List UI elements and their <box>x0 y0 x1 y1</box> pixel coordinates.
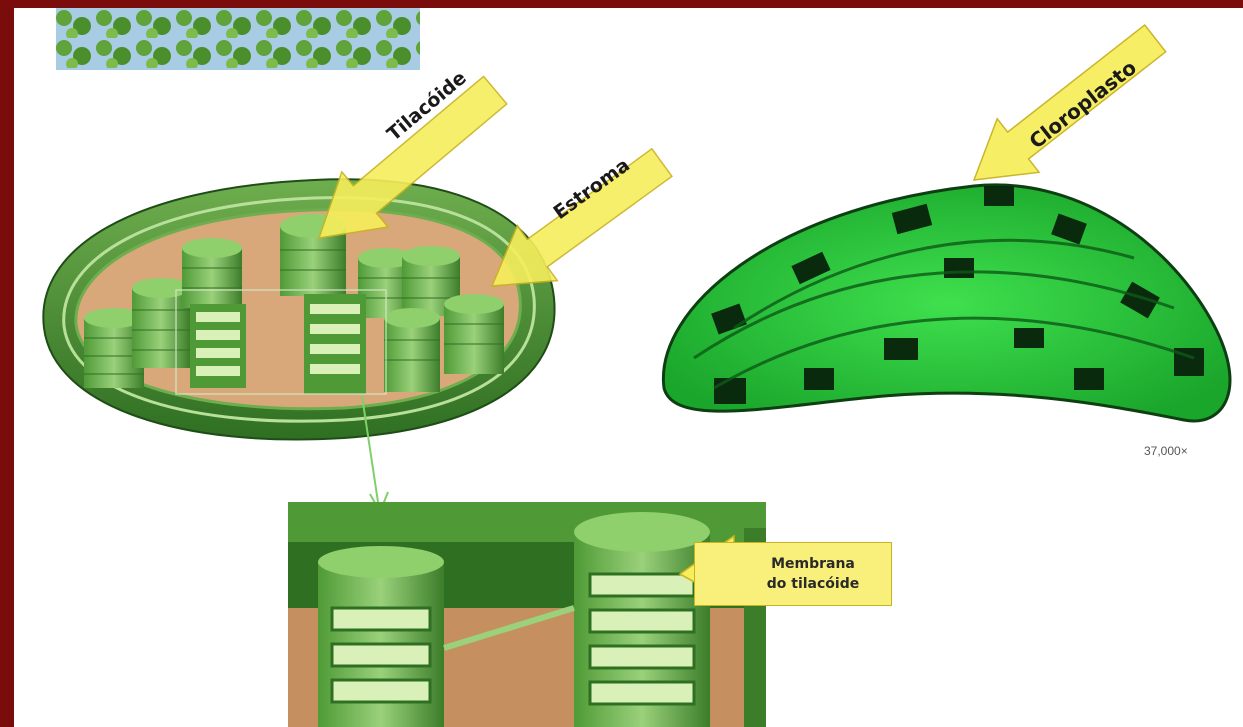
membrana-label-line1: Membrana <box>767 554 859 574</box>
chloroplast-illustration <box>43 179 554 439</box>
magnification-label: 37,000× <box>1144 444 1188 458</box>
membrana-label-box: Membrana do tilacóide <box>694 542 892 606</box>
slide-canvas: Tilacóide Estroma Cloroplasto Membrana d… <box>14 8 1243 727</box>
leaf-cells-thumbnail <box>56 8 420 70</box>
thylakoid-zoom-panel <box>288 502 766 727</box>
chloroplast-micrograph <box>663 185 1230 421</box>
membrana-label-line2: do tilacóide <box>767 574 859 594</box>
